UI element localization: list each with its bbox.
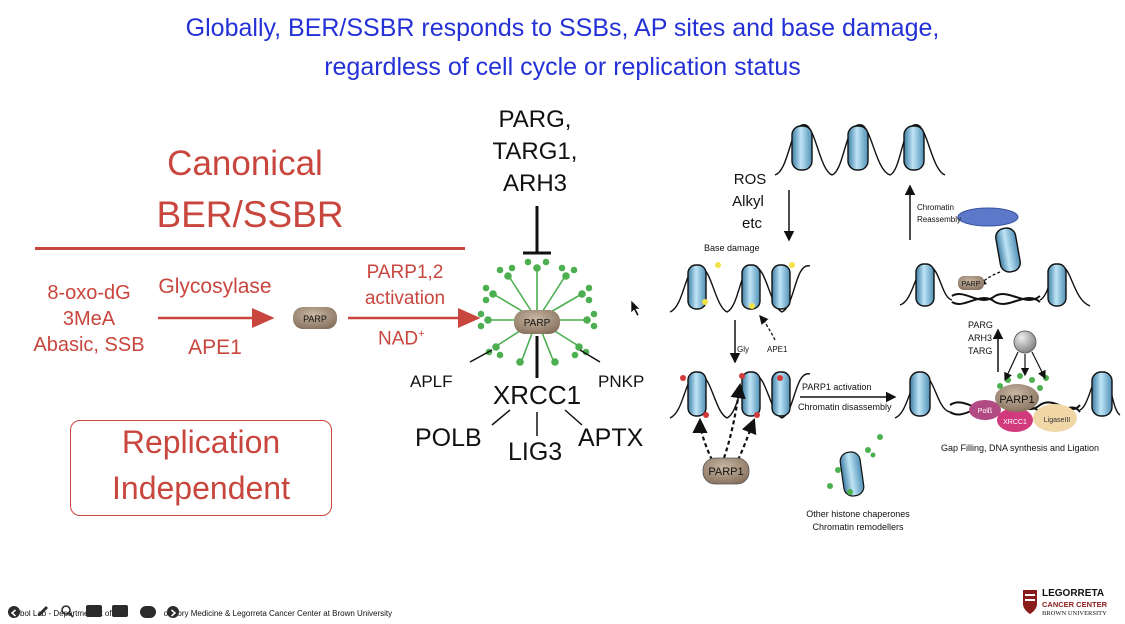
parp-hub-text: PARP: [524, 318, 551, 329]
footer-caption-part-1: bol Lab - Departme: [20, 609, 89, 618]
parp1-bottom-text: PARP1: [708, 466, 743, 478]
menu-icon[interactable]: [112, 605, 128, 617]
ape1-small-text: APE1: [767, 345, 788, 354]
parp1-complex-text: PARP1: [999, 394, 1034, 406]
canonical-heading-line-1: Canonical: [167, 144, 323, 183]
arh3-small-text: ARH3: [968, 333, 992, 343]
ros-text: ROS: [734, 171, 767, 188]
top-nucleosomes: [774, 124, 946, 176]
parp-activation-line-1: PARP1,2: [366, 262, 444, 283]
nad-superscript: +: [418, 328, 425, 340]
chaperone-disc: [957, 207, 1019, 227]
next-icon[interactable]: [167, 606, 179, 618]
parg-small-text: PARG: [968, 320, 993, 330]
gly-text: Gly: [737, 345, 749, 354]
brown-shield-logo: [1022, 588, 1038, 616]
parp-pill-released: [958, 276, 984, 290]
inhibitor-targ1: TARG1,: [492, 138, 578, 165]
aptx-label: APTX: [578, 424, 644, 452]
xrcc1-to-aptx-line: [564, 409, 583, 426]
chaperones-text-1: Other histone chaperones: [806, 509, 910, 519]
reassembly-text-2: Reassembly: [917, 215, 961, 224]
hub-to-pnkp-line: [579, 349, 601, 363]
parg-arrows: [1004, 351, 1046, 382]
glycosylase-label: Glycosylase: [158, 275, 272, 298]
parp-pill-small: [293, 307, 337, 329]
previous-icon[interactable]: [8, 606, 20, 618]
heading-divider: [35, 247, 465, 250]
parp1-pill-bottom: [702, 457, 750, 485]
parp-pill-small-text: PARP: [303, 314, 327, 324]
nad-text: NAD: [378, 328, 419, 350]
pnkp-label: PNKP: [598, 372, 645, 391]
captions-icon[interactable]: [86, 605, 102, 617]
polb-complex-text: Polß: [978, 408, 992, 415]
ligase3-complex-text: LigaseIII: [1044, 417, 1071, 424]
search-icon[interactable]: [60, 604, 74, 618]
logo-line-1: LEGORRETA: [1042, 588, 1105, 599]
polb-label: POLB: [415, 424, 482, 452]
parg-hydrolase-ball: [1013, 330, 1037, 354]
slide-title-line-2: regardless of cell cycle or replication …: [324, 53, 801, 81]
parp-released-text: PARP: [962, 281, 981, 288]
damaged-nucleosomes: [669, 262, 811, 313]
footer-caption: bol Lab - Departmet of Paoratory Medicin…: [20, 609, 392, 618]
inhibitor-arh3: ARH3: [502, 170, 568, 197]
chromatin-disassembly-text: Chromatin disassembly: [798, 402, 892, 412]
more-icon[interactable]: [140, 606, 156, 618]
mouse-cursor-icon: [630, 299, 641, 317]
replication-label-line-2: Independent: [112, 470, 290, 506]
free-histone-chaperone: [827, 434, 883, 497]
par-chain-cluster: [477, 258, 598, 366]
xrcc1-to-polb-line: [491, 409, 511, 426]
parp-activation-line-2: activation: [364, 288, 446, 309]
replication-label-line-1: Replication: [121, 424, 281, 460]
base-damage-text: Base damage: [704, 243, 760, 253]
parp-hub-pill: [514, 310, 560, 334]
lig3-label: LIG3: [508, 438, 563, 466]
nad-label: NAD+: [378, 328, 425, 350]
logo-line-2: CANCER CENTER: [1042, 600, 1108, 609]
etc-text: etc: [742, 215, 763, 232]
pen-icon[interactable]: [36, 604, 50, 618]
footer-caption-part-3: oratory Medicine & Legorreta Cancer Cent…: [163, 609, 393, 618]
ape1-dashed-arrow: [759, 315, 776, 341]
chaperones-text-2: Chromatin remodellers: [812, 522, 904, 532]
parp1-activation-text: PARP1 activation: [802, 382, 871, 392]
substrate-abasic-ssb: Abasic, SSB: [33, 334, 145, 356]
cleaved-nucleosomes: [669, 371, 811, 419]
targ-small-text: TARG: [968, 346, 992, 356]
slide-title-line-1: Globally, BER/SSBR responds to SSBs, AP …: [185, 14, 940, 42]
gap-filling-text: Gap Filling, DNA synthesis and Ligation: [941, 443, 1099, 453]
aplf-label: APLF: [410, 372, 453, 391]
inhibitor-parg: PARG,: [498, 106, 572, 133]
reassembly-chromatin: [899, 227, 1091, 307]
repair-complex: [969, 373, 1077, 432]
xrcc1-complex-text: XRCC1: [1003, 419, 1027, 426]
substrate-8-oxo-dg: 8-oxo-dG: [47, 282, 131, 304]
reassembly-text-1: Chromatin: [917, 203, 954, 212]
ape1-label: APE1: [188, 336, 242, 359]
substrate-3mea: 3MeA: [62, 308, 116, 330]
replication-independent-box: [70, 420, 332, 516]
logo-line-3: BROWN UNIVERSITY: [1042, 610, 1107, 617]
alkyl-text: Alkyl: [732, 193, 764, 210]
reassembly-dashed-arrow: [976, 271, 1001, 286]
canonical-heading-line-2: BER/SSBR: [156, 194, 344, 235]
parp1-recruitment-arrows: [692, 382, 757, 461]
hub-to-aplf-line: [469, 349, 493, 363]
xrcc1-label: XRCC1: [492, 380, 582, 410]
